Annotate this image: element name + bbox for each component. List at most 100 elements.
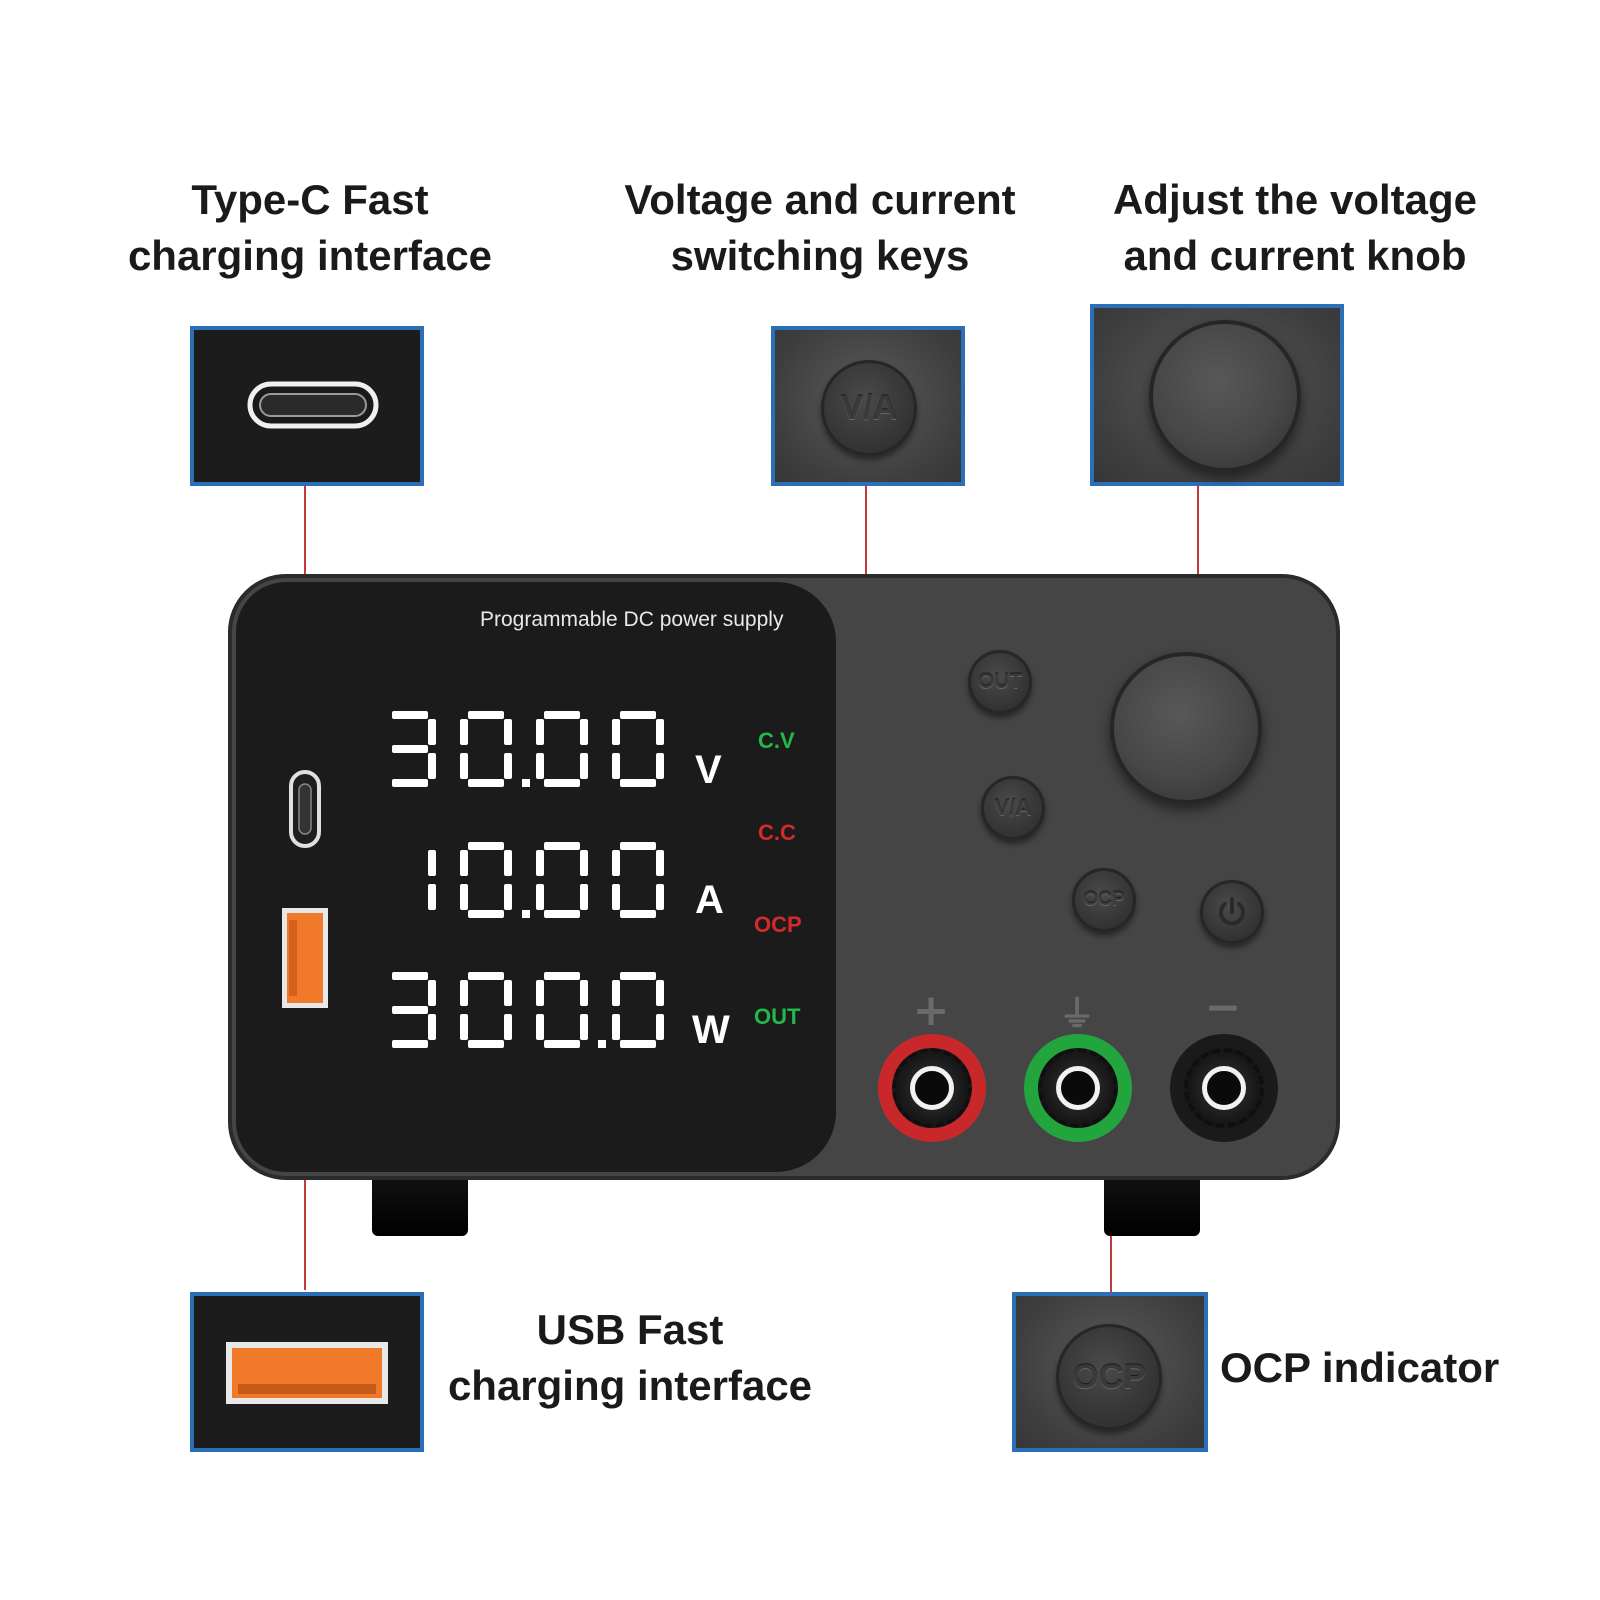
segment-b [504, 719, 512, 745]
power-unit: W [692, 1008, 730, 1052]
segment-a [468, 972, 504, 980]
segment-a [392, 711, 428, 719]
device-title: Programmable DC power supply [480, 608, 784, 631]
cc-indicator: C.C [758, 820, 796, 845]
segment-b [428, 980, 436, 1006]
segment-b [656, 850, 664, 876]
segment-f [460, 980, 468, 1006]
segment-a [620, 972, 656, 980]
segment-d [544, 910, 580, 918]
segment-d [544, 779, 580, 787]
segment-a [620, 711, 656, 719]
segment-e [460, 884, 468, 910]
segment-b [656, 719, 664, 745]
decimal-point [522, 910, 530, 918]
segment-d [620, 779, 656, 787]
segment-f [536, 850, 544, 876]
voltage-readout [392, 711, 664, 787]
segment-d [468, 1040, 504, 1048]
segment-b [428, 719, 436, 745]
segment-f [460, 719, 468, 745]
segment-c [656, 1014, 664, 1040]
segment-d [392, 779, 428, 787]
va-key-closeup: V/A [821, 360, 917, 456]
segment-e [612, 1014, 620, 1040]
segment-c [580, 884, 588, 910]
decimal-point [598, 1040, 606, 1048]
negative-terminal[interactable] [1170, 1034, 1278, 1142]
segment-f [460, 850, 468, 876]
right-foot [1104, 1176, 1200, 1236]
segment-b [580, 850, 588, 876]
segment-f [536, 980, 544, 1006]
ground-terminal[interactable] [1024, 1034, 1132, 1142]
segment-e [536, 884, 544, 910]
display-panel [236, 582, 836, 1172]
type-c-port[interactable] [287, 768, 327, 858]
cv-indicator: C.V [758, 728, 795, 753]
segment-e [460, 753, 468, 779]
knob-callout [1090, 304, 1344, 486]
segment-f [612, 719, 620, 745]
segment-a [544, 972, 580, 980]
segment-g [392, 745, 428, 753]
segment-e [536, 753, 544, 779]
usb-callout [190, 1292, 424, 1452]
usb-heading: USB Fast charging interface [447, 1306, 813, 1409]
power-button[interactable] [1200, 880, 1264, 944]
segment-a [392, 972, 428, 980]
segment-c [504, 1014, 512, 1040]
segment-a [620, 842, 656, 850]
segment-f [612, 850, 620, 876]
va-keys-heading: Voltage and current switching keys [624, 176, 1016, 279]
segment-a [468, 842, 504, 850]
type-c-callout [190, 326, 424, 486]
segment-c [580, 1014, 588, 1040]
segment-c [428, 753, 436, 779]
segment-f [536, 719, 544, 745]
segment-c [428, 1014, 436, 1040]
segment-c [504, 884, 512, 910]
segment-e [612, 753, 620, 779]
usb-port-icon [226, 1342, 388, 1404]
segment-b [504, 980, 512, 1006]
segment-d [392, 1040, 428, 1048]
ocp-heading: OCP indicator [1220, 1344, 1500, 1391]
positive-terminal[interactable] [878, 1034, 986, 1142]
segment-c [580, 753, 588, 779]
segment-b [580, 980, 588, 1006]
left-foot [372, 1176, 468, 1236]
segment-c [656, 753, 664, 779]
ocp-status-indicator: OCP [754, 912, 802, 937]
ocp-key-closeup: OCP [1056, 1324, 1162, 1430]
segment-b [580, 719, 588, 745]
decimal-point [522, 779, 530, 787]
out-button[interactable]: OUT [968, 650, 1032, 714]
ground-terminal-hole [1056, 1066, 1100, 1110]
positive-symbol: + [912, 985, 950, 1036]
va-key-callout: V/A [771, 326, 965, 486]
ocp-button[interactable]: OCP [1072, 868, 1136, 932]
positive-terminal-hole [910, 1066, 954, 1110]
negative-symbol: − [1204, 982, 1242, 1033]
knob-heading: Adjust the voltage and current knob [1112, 176, 1478, 279]
segment-c [656, 884, 664, 910]
segment-d [468, 910, 504, 918]
current-unit: A [695, 878, 724, 922]
current-readout [428, 842, 664, 918]
usb-port[interactable] [280, 906, 332, 1010]
segment-d [544, 1040, 580, 1048]
type-c-heading: Type-C Fast charging interface [127, 176, 493, 279]
out-indicator: OUT [754, 1004, 801, 1029]
ground-symbol: ⏚ [1058, 994, 1095, 1035]
type-c-port-icon [247, 381, 379, 429]
knob-closeup [1149, 320, 1301, 472]
segment-a [544, 842, 580, 850]
adjust-knob[interactable] [1110, 652, 1262, 804]
segment-b [656, 980, 664, 1006]
power-icon [1219, 897, 1245, 926]
segment-d [468, 779, 504, 787]
segment-d [620, 1040, 656, 1048]
va-button[interactable]: V/A [981, 776, 1045, 840]
segment-e [536, 1014, 544, 1040]
